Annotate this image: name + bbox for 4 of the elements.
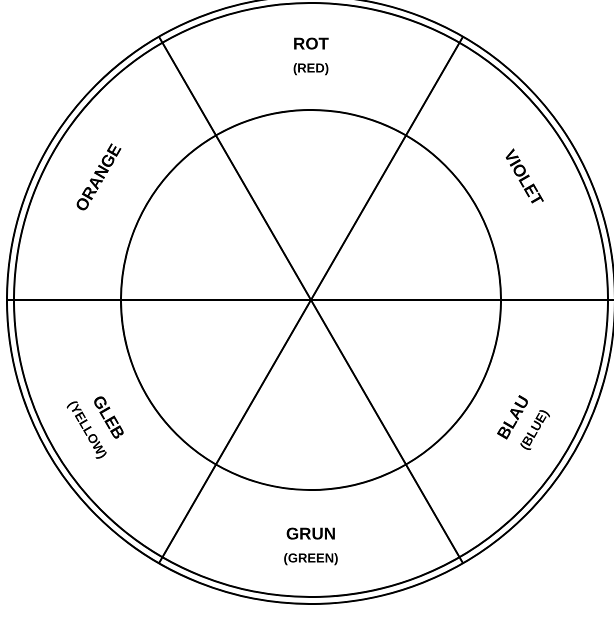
color-name: ROT bbox=[292, 34, 330, 54]
color-name: GRUN bbox=[284, 524, 338, 544]
color-translation: (RED) bbox=[292, 60, 330, 76]
color-translation: (GREEN) bbox=[284, 550, 338, 566]
